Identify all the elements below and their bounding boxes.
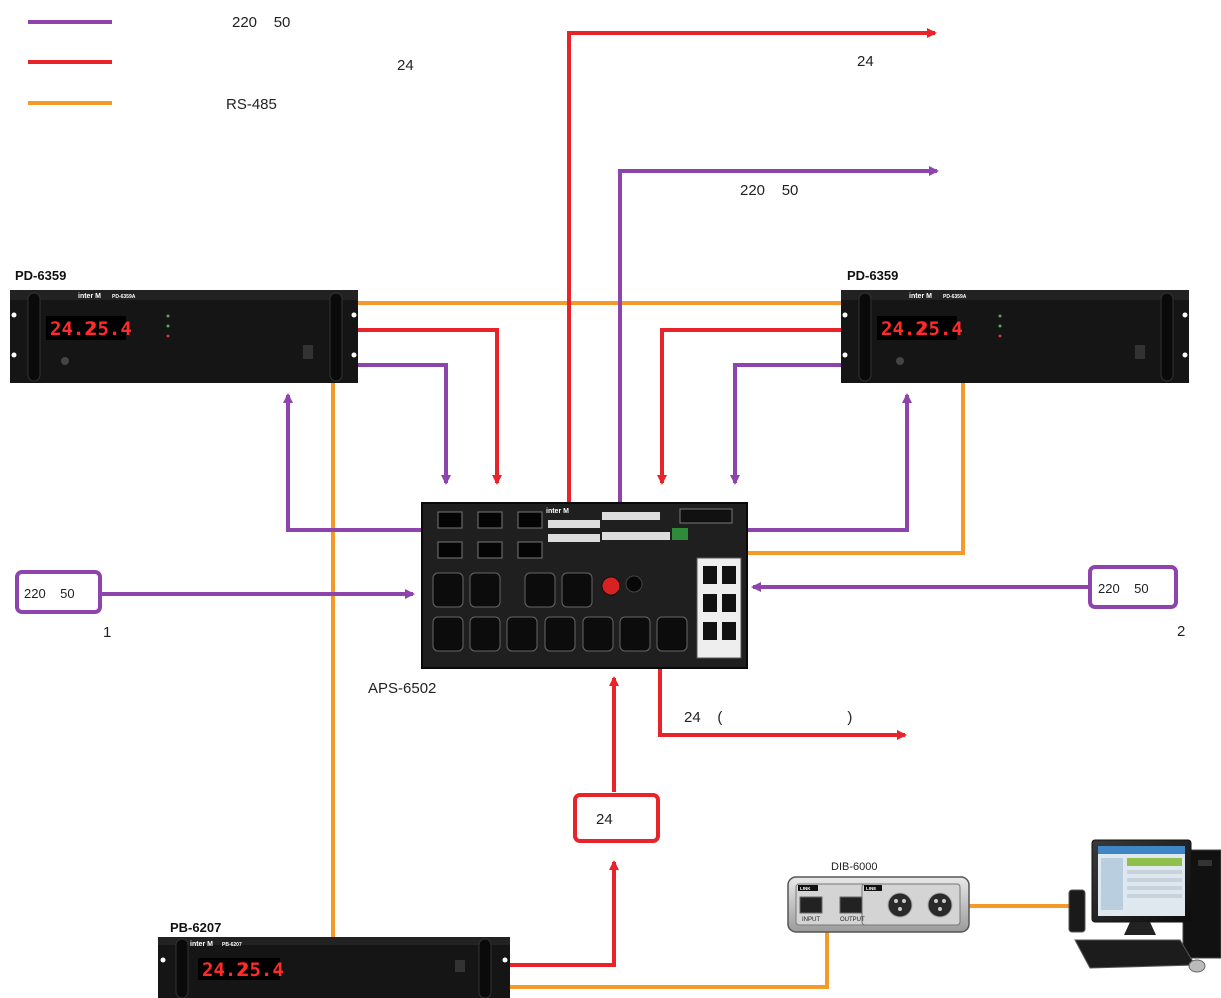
ac-wire-output-top: [618, 166, 939, 503]
input-1-number: 1: [103, 624, 111, 641]
svg-text:INPUT: INPUT: [802, 917, 820, 923]
pd-left-handle: [27, 292, 41, 382]
pd-left-model-label: PD-6359: [15, 268, 66, 283]
input-2-box-label: 220 50: [1098, 581, 1149, 596]
pd-left-display-b: 25.4: [86, 318, 132, 340]
dc-wire-pd-left-to-aps: [356, 328, 502, 485]
dib-link-label: LINK: [800, 886, 811, 891]
pb-display: [198, 958, 280, 980]
pb-brand: inter M: [190, 941, 213, 948]
dib-line-label: LINE: [866, 886, 876, 891]
pd-right-knob: [896, 357, 904, 365]
dc-wire-pd-right-to-aps: [657, 328, 842, 485]
aps-breakers: [696, 557, 742, 659]
pd-6359-left-device: PD-6359 inter M PD-6359A 24.2 25.4: [10, 268, 358, 383]
dib-xlr-input: [887, 892, 913, 918]
pd-right-display-b: 25.4: [917, 318, 963, 340]
pd-left-knob: [61, 357, 69, 365]
rs485-wire-pb-to-dib: [508, 932, 829, 989]
pd-right-display-a: 24.2: [881, 318, 927, 340]
aps-6502-device: inter M: [368, 502, 748, 697]
pc-computer: [1068, 839, 1221, 973]
aps-iec-sockets: [437, 511, 543, 559]
aps-emergency-button: [601, 576, 621, 596]
pd-left-display: [46, 316, 126, 340]
output-dc-top-label: 24: [857, 53, 874, 70]
dib-6000-device: DIB-6000 LINK LINE INPUT OUTPUT: [787, 861, 970, 933]
pb-switch: [455, 960, 465, 972]
pd-right-switch: [1135, 345, 1145, 359]
pc-speaker-icon: [1068, 889, 1086, 933]
battery-box-label: 24: [596, 811, 613, 828]
pd-right-display: [877, 316, 957, 340]
pb-model-label: PB-6207: [170, 920, 221, 935]
ac-wire-aps-to-pd-left: [283, 393, 422, 532]
pb-handle: [478, 938, 492, 998]
svg-text:PD-6359A: PD-6359A: [943, 294, 967, 300]
dc-wire-output-top: [567, 28, 937, 503]
legend-dc-label: 24: [397, 57, 414, 74]
input-1-box-label: 220 50: [24, 586, 75, 601]
pc-mouse-icon: [1188, 959, 1206, 973]
output-ac-top-label: 220 50: [740, 182, 798, 199]
input-1-box: [15, 570, 102, 614]
dib-model-label: DIB-6000: [831, 861, 877, 873]
pd-right-brand: inter M: [909, 293, 932, 300]
aps-fuse-holder: [625, 575, 643, 593]
pd-6359-right-device: PD-6359 inter M PD-6359A 24.2 25.4: [841, 268, 1189, 383]
rs485-wire-pd-right-to-aps: [747, 383, 965, 555]
input-2-number: 2: [1177, 623, 1185, 640]
dc-wire-pb-to-battery-box: [508, 860, 619, 967]
output-dc-bottom-label: 24 ( ): [684, 709, 852, 726]
pb-display-a: 24.2: [202, 959, 248, 981]
battery-label-box: [573, 793, 660, 843]
ac-wire-pd-left-to-aps: [356, 363, 451, 485]
legend: 220 50 24 RS-485: [28, 14, 414, 113]
aps-power-outlets: [432, 572, 688, 652]
svg-text:PD-6359A: PD-6359A: [112, 294, 136, 300]
pb-handle: [175, 938, 189, 998]
aps-brand: inter M: [546, 508, 569, 515]
rs485-wires: [331, 301, 1075, 989]
legend-ac-label: 220 50: [232, 14, 290, 31]
pd-right-handle: [858, 292, 872, 382]
pd-left-switch: [303, 345, 313, 359]
pc-keyboard-icon: [1074, 939, 1196, 969]
pd-left-brand: inter M: [78, 293, 101, 300]
ac-wire-aps-to-pd-right: [747, 393, 912, 532]
aps-terminal-blocks: [548, 508, 733, 542]
ac-wire-pd-right-to-aps: [730, 363, 842, 485]
pd-right-model-label: PD-6359: [847, 268, 898, 283]
dc-wire-output-bottom: [658, 668, 907, 740]
ac-wires: [100, 166, 1090, 599]
legend-rs485-label: RS-485: [226, 96, 277, 113]
input-2-box: [1088, 565, 1178, 609]
pd-left-handle: [329, 292, 343, 382]
dib-rj45-output: [839, 896, 863, 914]
pb-6207-device: PB-6207 inter M PB-6207 24.2 25.4: [158, 920, 510, 998]
svg-text:PB-6207: PB-6207: [222, 942, 242, 948]
dc-wires: [356, 28, 937, 967]
svg-text:OUTPUT: OUTPUT: [840, 917, 865, 923]
pd-right-handle: [1160, 292, 1174, 382]
dib-rj45-input: [799, 896, 823, 914]
dib-xlr-output: [927, 892, 953, 918]
pb-display-b: 25.4: [238, 959, 284, 981]
aps-model-label: APS-6502: [368, 680, 436, 697]
pd-left-display-a: 24.2: [50, 318, 96, 340]
